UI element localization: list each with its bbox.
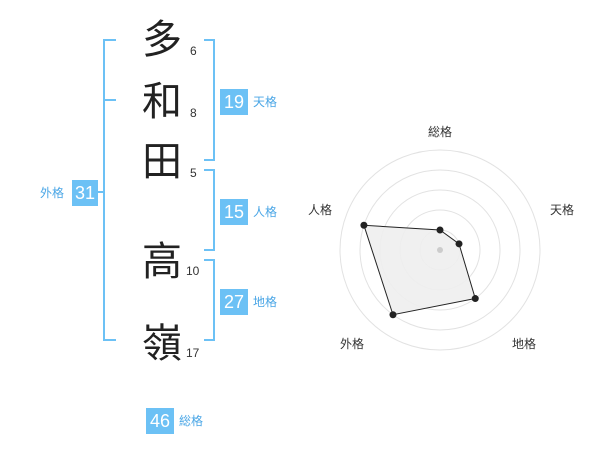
tenkaku-label: 天格 [253, 95, 278, 109]
jinkaku-label: 人格 [253, 205, 278, 219]
radar-point-soukaku [436, 226, 444, 234]
name-char-1: 多 [142, 17, 182, 63]
chikaku-label: 地格 [253, 295, 278, 309]
radar-axis-label-soukaku: 総格 [428, 125, 453, 139]
name-char-2: 和 [142, 79, 182, 125]
tenkaku-value: 19 [220, 89, 248, 115]
stroke-count-1: 6 [190, 44, 197, 58]
radar-axis-label-gaikaku: 外格 [340, 337, 365, 351]
name-char-3: 田 [142, 139, 182, 185]
jinkaku-value: 15 [220, 199, 248, 225]
chikaku-bracket [204, 259, 215, 341]
name-char-5: 嶺 [142, 321, 182, 367]
radar-center-dot [437, 247, 443, 253]
stroke-count-4: 10 [186, 264, 200, 278]
radar-point-gaikaku [389, 311, 397, 319]
radar-point-chikaku [471, 295, 479, 303]
radar-axis-label-chikaku: 地格 [512, 337, 537, 351]
stroke-count-3: 5 [190, 166, 197, 180]
soukaku-value: 46 [146, 408, 174, 434]
radar-axis-label-jinkaku: 人格 [308, 203, 333, 217]
radar-series-polygon [363, 224, 476, 316]
gaikaku-value: 31 [72, 180, 98, 206]
gaikaku-label: 外格 [40, 186, 65, 200]
tenkaku-bracket [204, 39, 215, 161]
radar-point-jinkaku [360, 221, 368, 229]
name-char-4: 高 [142, 239, 182, 285]
jinkaku-bracket [204, 169, 215, 251]
radar-axis-label-tenkaku: 天格 [550, 203, 575, 217]
radar-point-tenkaku [455, 240, 463, 248]
soukaku-label: 総格 [179, 414, 204, 428]
stroke-count-5: 17 [186, 346, 200, 360]
chikaku-value: 27 [220, 289, 248, 315]
stroke-count-2: 8 [190, 106, 197, 120]
gaikaku-bracket [103, 39, 116, 341]
